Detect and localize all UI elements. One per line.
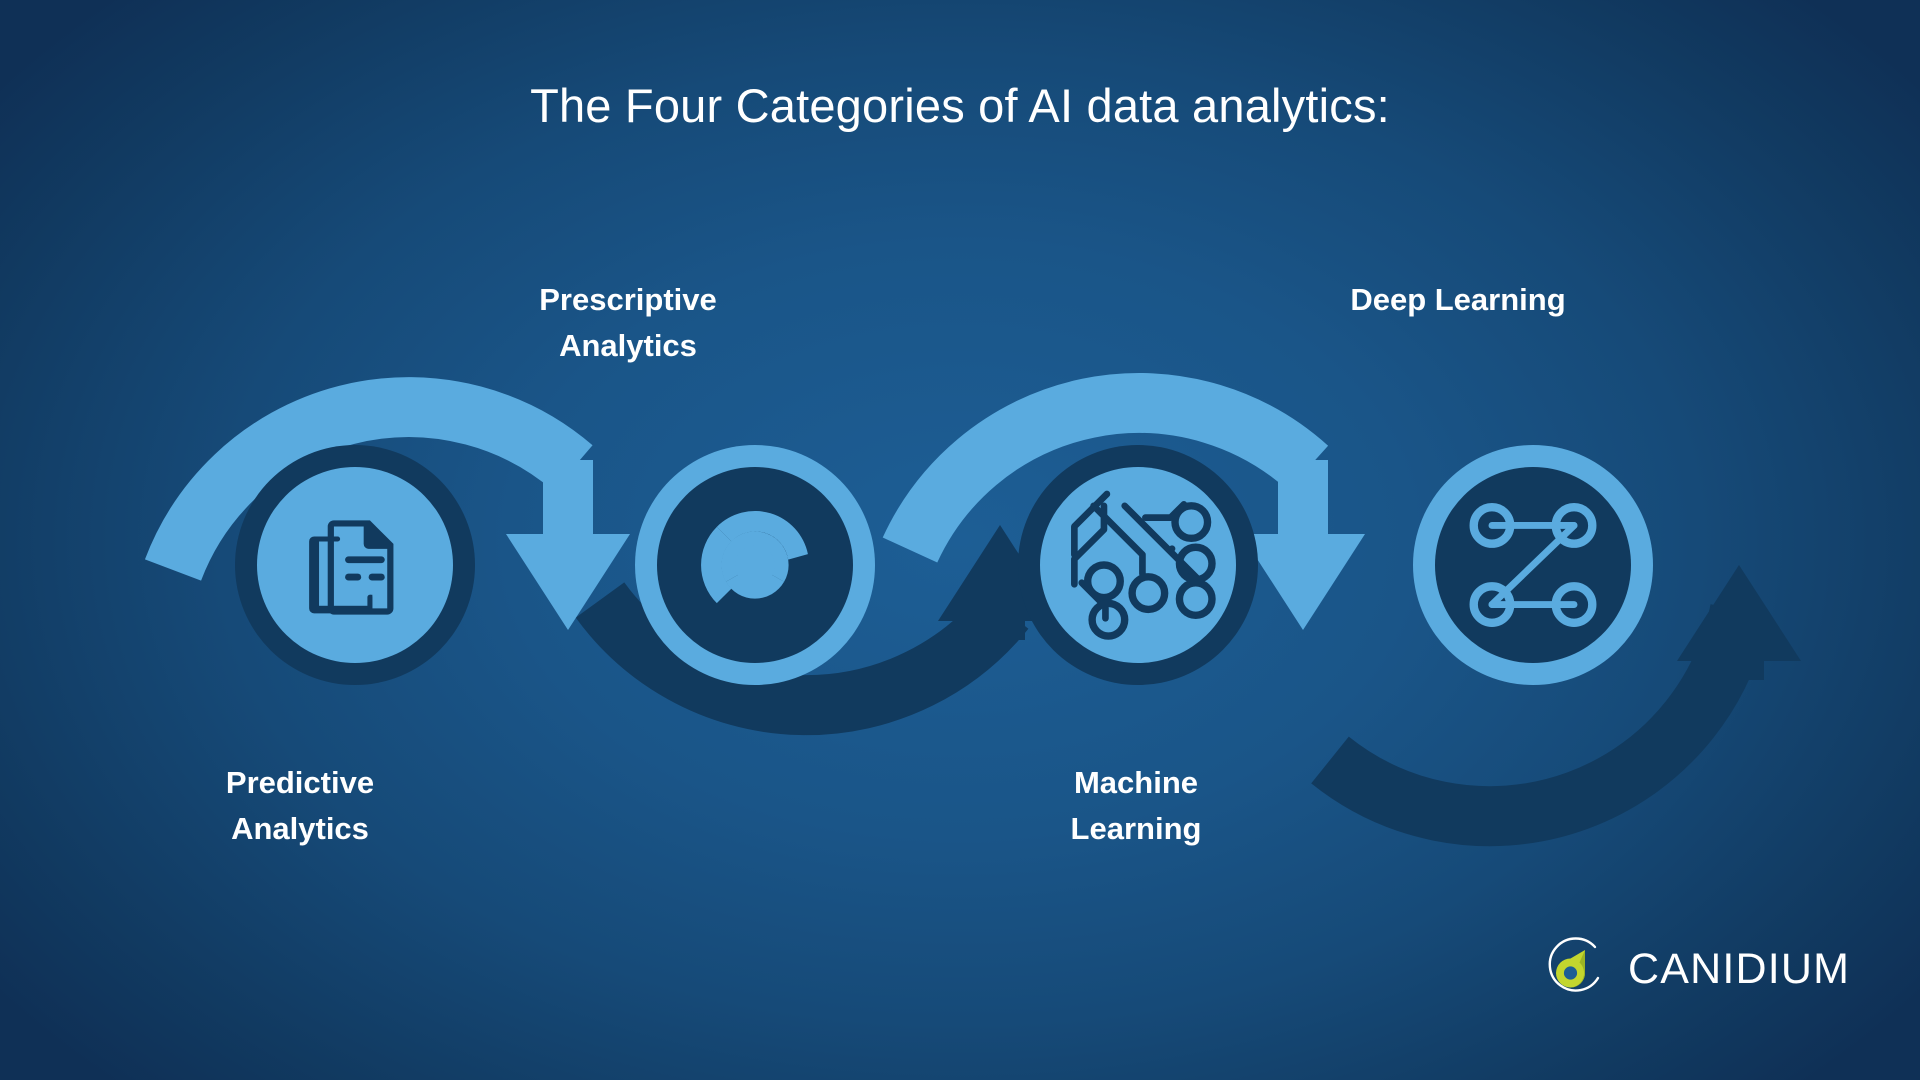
canidium-logo[interactable]: CANIDIUM <box>1540 930 1860 1008</box>
step-1-circle <box>257 467 453 663</box>
circuit-board-icon <box>1074 494 1216 640</box>
page-title: The Four Categories of AI data analytics… <box>530 79 1390 132</box>
step-node-prescriptive-analytics[interactable] <box>635 445 875 685</box>
connector-arc-1 <box>144 377 630 630</box>
connector-arc-4 <box>1311 565 1801 847</box>
step-label-predictive-analytics: Predictive Analytics <box>225 765 375 846</box>
step-node-machine-learning[interactable] <box>1018 445 1258 685</box>
step-3-circle <box>1040 467 1236 663</box>
step-node-deep-learning[interactable] <box>1413 445 1653 685</box>
canidium-droplet-logo <box>1548 937 1600 992</box>
step-label-deep-learning: Deep Learning <box>1350 282 1566 317</box>
connector-arc-3 <box>882 373 1365 630</box>
step-label-machine-learning: Machine Learning <box>1070 765 1202 846</box>
step-node-predictive-analytics[interactable] <box>235 445 475 685</box>
donut-chart-icon <box>701 511 810 619</box>
step-label-prescriptive-analytics: Prescriptive Analytics <box>539 282 717 363</box>
logo-wordmark: CANIDIUM <box>1628 944 1851 993</box>
